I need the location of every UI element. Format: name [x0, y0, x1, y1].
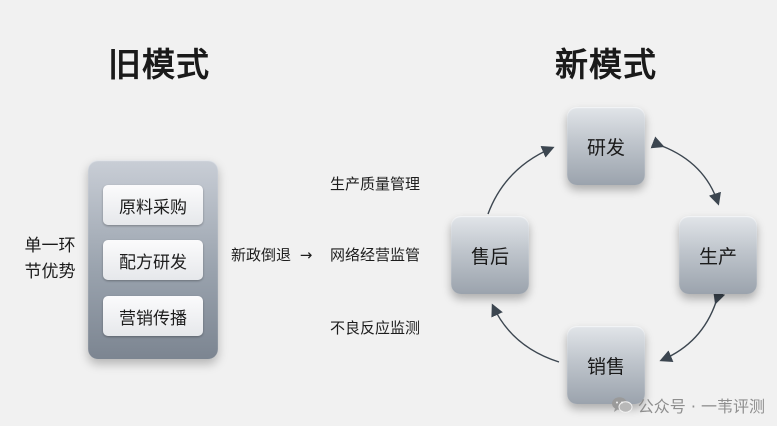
arrow-rd-production [650, 136, 721, 206]
side-label-line-2: 节优势 [24, 262, 76, 282]
old-item-formula-rd: 配方研发 [103, 240, 203, 280]
node-rd: 研发 [567, 107, 645, 185]
node-production: 生产 [679, 216, 757, 294]
policy-regression-label: 新政倒退 → [231, 244, 312, 265]
watermark: 公众号 · 一苇评测 [611, 393, 765, 417]
mid-item-network-supervision: 网络经营监管 [330, 246, 421, 264]
single-link-advantage-label: 单一环 节优势 [18, 233, 82, 285]
arrow-production-sales [659, 290, 726, 362]
mid-item-adverse-reaction: 不良反应监测 [330, 319, 421, 337]
arrow-sales-to-aftersales [491, 303, 560, 363]
arrow-aftersales-to-rd [487, 146, 555, 215]
old-model-title: 旧模式 [108, 45, 210, 84]
old-item-raw-material: 原料采购 [103, 185, 203, 225]
right-arrow-icon: → [299, 246, 313, 264]
new-model-title: 新模式 [555, 45, 657, 84]
node-aftersales: 售后 [451, 216, 529, 294]
old-item-marketing: 营销传播 [103, 296, 203, 336]
wechat-logo-icon [611, 397, 633, 413]
side-label-line-1: 单一环 [24, 236, 76, 256]
watermark-text: 公众号 · 一苇评测 [637, 397, 765, 416]
policy-label-text: 新政倒退 [231, 246, 292, 264]
mid-item-production-quality: 生产质量管理 [330, 175, 421, 193]
node-sales: 销售 [567, 326, 645, 404]
